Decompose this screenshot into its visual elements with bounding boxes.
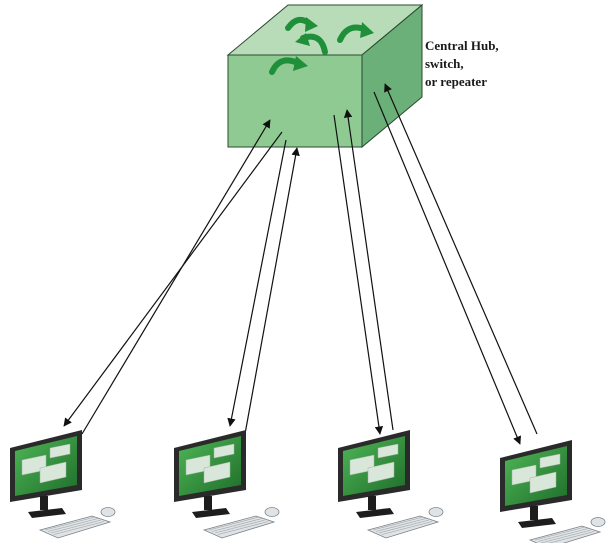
hub-rotate-arrow-icon [337, 22, 374, 43]
mouse [590, 517, 606, 527]
keyboard-key-row [50, 519, 102, 534]
keyboard [38, 515, 112, 539]
screen-window [367, 461, 395, 484]
screen-window [539, 453, 561, 469]
keyboard-key-row [375, 518, 427, 532]
hub-device [226, 3, 424, 149]
computers [10, 430, 606, 543]
keyboard-key-row [537, 528, 589, 542]
computer-3 [338, 430, 444, 539]
keyboard-key-row [381, 521, 433, 535]
keyboard-key-row [540, 529, 592, 543]
keyboard-key-row [217, 521, 269, 535]
hub-label: Central Hub, switch, or repeater [425, 37, 605, 91]
monitor-stand [368, 496, 376, 510]
screen-window [529, 471, 557, 494]
link-arrow-up [343, 109, 394, 431]
keyboard [366, 515, 440, 539]
monitor-base [518, 518, 556, 528]
screen-window [377, 443, 399, 459]
connection-links [63, 83, 538, 445]
monitor-stand [204, 496, 212, 510]
link-arrow-down [63, 131, 283, 427]
computer-1 [10, 430, 116, 539]
computer-2 [174, 430, 280, 539]
link-arrow-down [333, 114, 384, 435]
keyboard-key-row [47, 518, 99, 532]
keyboard [202, 515, 276, 539]
link-arrow-up [244, 147, 300, 435]
keyboard [528, 525, 602, 543]
monitor-stand [40, 496, 48, 510]
keyboard-key-row [548, 531, 595, 543]
screen-window [39, 461, 67, 484]
mouse [100, 507, 116, 517]
keyboard-key-row [372, 516, 424, 531]
link-arrow-down [227, 139, 287, 427]
computer-4 [500, 440, 606, 543]
link-arrow-up [384, 83, 538, 435]
mouse [428, 507, 444, 517]
screen-window [49, 443, 71, 459]
keyboard-key-row [44, 516, 96, 531]
monitor-base [192, 508, 230, 518]
keyboard-key-row [534, 526, 586, 541]
keyboard-key-row [208, 516, 260, 531]
link-arrow-up [81, 119, 271, 435]
link-arrow-down [373, 91, 521, 445]
screen-window [213, 443, 235, 459]
hub-label-line: switch, [425, 56, 464, 71]
keyboard-key-row [53, 521, 105, 535]
keyboard-key-row [211, 518, 263, 532]
hub-rotate-arrow-icon [269, 56, 308, 75]
screen-window [203, 461, 231, 484]
hub-rotate-arrow-icon [285, 16, 318, 32]
keyboard-key-row [378, 519, 430, 534]
hub-label-line: Central Hub, [425, 38, 499, 53]
mouse [264, 507, 280, 517]
keyboard-key-row [214, 519, 266, 534]
monitor-base [28, 508, 66, 518]
hub-label-line: or repeater [425, 74, 487, 89]
monitor-stand [530, 506, 538, 520]
monitor-base [356, 508, 394, 518]
hub-rotate-arrow-icon [295, 33, 328, 55]
hub-side-face [361, 3, 423, 149]
